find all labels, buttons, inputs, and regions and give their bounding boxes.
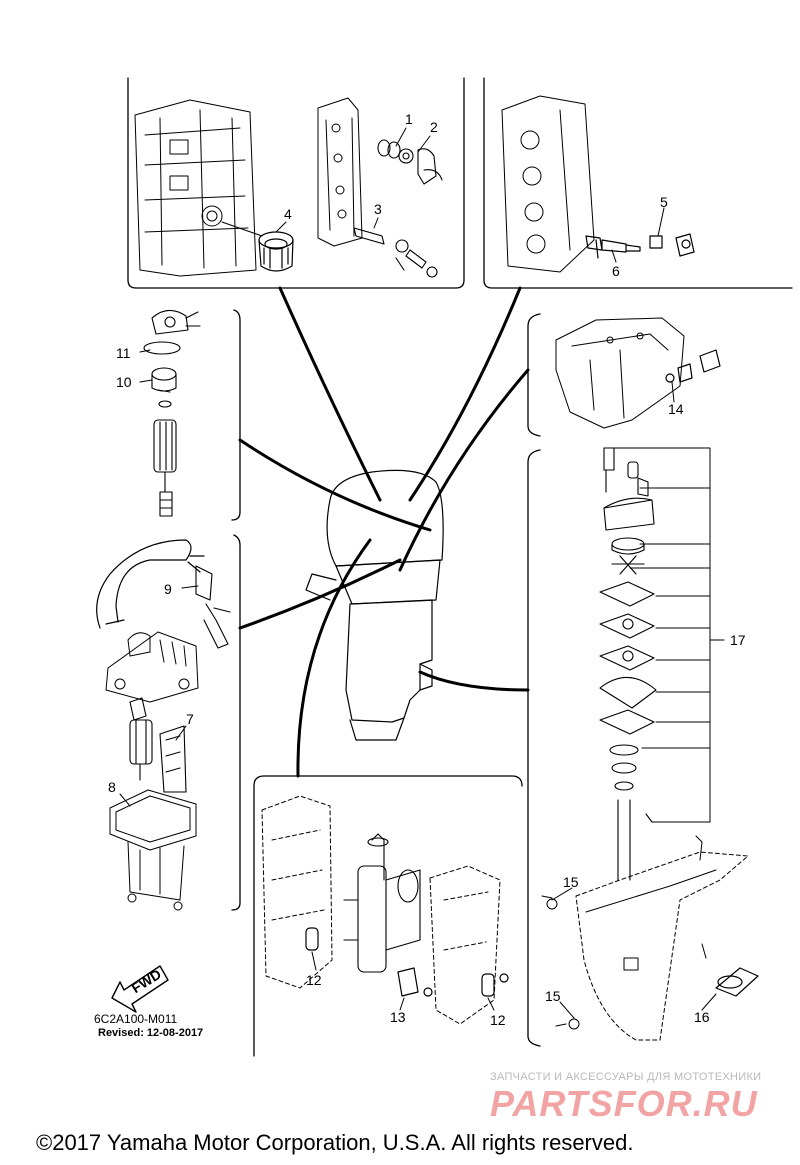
- callout-8: 8: [108, 779, 116, 795]
- frame-top: [127, 77, 465, 289]
- callout-5: 5: [660, 194, 668, 210]
- thermostat-illustration: [353, 139, 443, 278]
- outboard-motor: [305, 469, 444, 741]
- clamp-bracket-right-illustration: [429, 865, 501, 1025]
- exhaust-cover-illustration: [317, 97, 363, 247]
- leader-left-upper: [238, 438, 432, 532]
- callout-1: 1: [405, 111, 413, 127]
- watermark-logo: PARTSFOR.RU: [490, 1083, 758, 1124]
- leader-right-lower: [418, 670, 530, 692]
- callout-9: 9: [164, 581, 172, 597]
- frame-left-upper: [231, 309, 241, 521]
- oil-filter-illustration: [258, 231, 294, 272]
- callout-3: 3: [374, 201, 382, 217]
- forward-direction-arrow: FWD: [111, 965, 169, 1013]
- anode-16-illustration: [715, 967, 759, 997]
- fuel-hose-illustration: [96, 539, 205, 629]
- callout-15-lower: 15: [545, 988, 561, 1004]
- watermark-tagline: ЗАПЧАСТИ И АКСЕССУАРЫ ДЛЯ МОТОТЕХНИКИ: [490, 1071, 762, 1083]
- water-pump-parts-illustration: [599, 447, 657, 881]
- callout-4: 4: [284, 206, 292, 222]
- callout-17: 17: [730, 632, 746, 648]
- frame-top-right: [483, 77, 793, 289]
- callout-15-upper: 15: [563, 874, 579, 890]
- clamp-bracket-left-illustration: [261, 795, 333, 989]
- copyright-notice: ©2017 Yamaha Motor Corporation, U.S.A. A…: [36, 1130, 634, 1155]
- electric-pump-illustration: [129, 697, 187, 793]
- fwd-label: FWD: [128, 966, 164, 996]
- callout-7: 7: [186, 711, 194, 727]
- callout-6: 6: [612, 263, 620, 279]
- fuel-pump-illustration: [195, 565, 231, 649]
- callout-16: 16: [694, 1009, 710, 1025]
- callout-13: 13: [390, 1009, 406, 1025]
- diagram-code: 6C2A100-M011: [94, 1012, 178, 1026]
- leader-right-upper: [398, 368, 530, 572]
- callout-14: 14: [668, 401, 684, 417]
- plug-14-illustration: [665, 349, 721, 383]
- trim-tilt-unit-illustration: [343, 833, 421, 973]
- callout-10: 10: [116, 374, 132, 390]
- revised-date: Revised: 12-08-2017: [98, 1027, 204, 1039]
- upper-casing-illustration: [555, 317, 685, 429]
- callout-12-right: 12: [490, 1012, 506, 1028]
- frame-left-lower: [231, 534, 241, 911]
- fuel-filter-assembly-illustration: [143, 309, 201, 517]
- bracket-17: [611, 447, 725, 823]
- cylinder-head-illustration: [501, 95, 595, 273]
- callout-2: 2: [430, 119, 438, 135]
- callout-12-left: 12: [306, 972, 322, 988]
- lower-unit-illustration: [541, 835, 749, 1041]
- leader-left-lower: [238, 558, 402, 630]
- spark-plug-illustration: [585, 235, 641, 259]
- callout-11: 11: [116, 345, 131, 361]
- anode-12-13-illustration: [305, 927, 509, 997]
- vapor-separator-top-illustration: [105, 631, 199, 703]
- float-chamber-illustration: [109, 789, 197, 911]
- crankcase-illustration: [134, 99, 263, 277]
- fuel-filter-cap-illustration: [649, 233, 695, 257]
- frame-right-upper: [527, 313, 541, 437]
- frame-right-lower: [527, 449, 541, 1047]
- frame-bottom: [253, 775, 523, 1057]
- leader-top-left: [278, 286, 382, 502]
- leader-top-right: [408, 286, 522, 502]
